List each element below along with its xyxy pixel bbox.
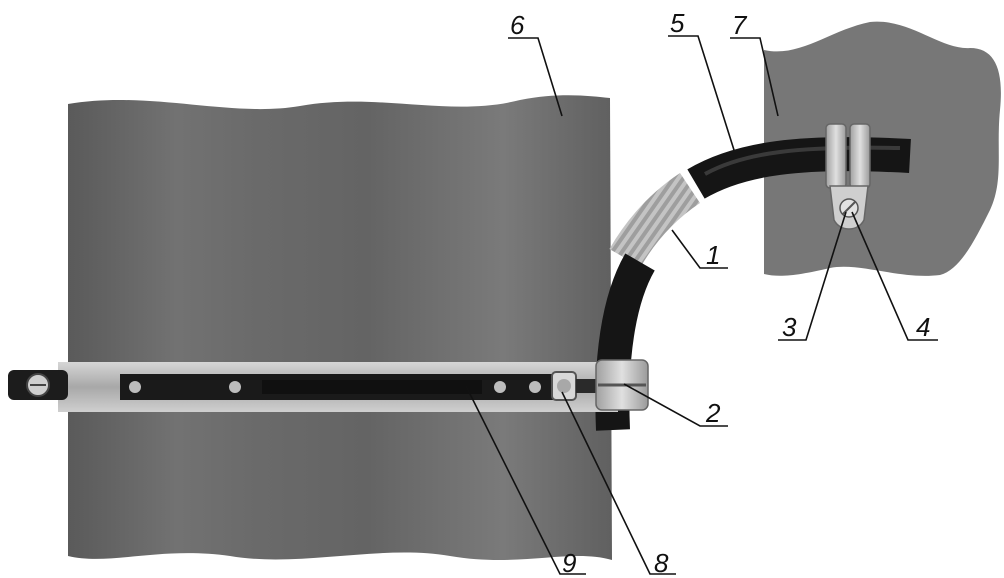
cable-jacket-upper bbox=[687, 137, 911, 199]
leader-5 bbox=[668, 35, 735, 151]
strap-slot bbox=[262, 380, 482, 394]
callout-6: 6 bbox=[510, 10, 525, 40]
leader-lines bbox=[465, 35, 938, 575]
callout-2: 2 bbox=[705, 398, 721, 428]
leader-1 bbox=[671, 229, 728, 269]
pipe-body bbox=[68, 95, 612, 561]
callout-3: 3 bbox=[782, 312, 797, 342]
wall-cable-clamp-left bbox=[825, 123, 847, 189]
callout-4: 4 bbox=[916, 312, 930, 342]
callout-7: 7 bbox=[732, 10, 748, 40]
leader-2 bbox=[623, 383, 728, 427]
leader-4 bbox=[851, 211, 938, 341]
strap-rivet-icon bbox=[494, 381, 506, 393]
leader-6 bbox=[508, 37, 563, 117]
cable-stranded-conductor bbox=[609, 173, 701, 268]
leader-8 bbox=[561, 391, 676, 575]
callout-8: 8 bbox=[654, 548, 669, 578]
leader-9 bbox=[465, 385, 586, 575]
wall-cable-clamp-right bbox=[849, 123, 871, 189]
strap-rivet-icon bbox=[129, 381, 141, 393]
leader-3 bbox=[778, 211, 847, 341]
callout-1: 1 bbox=[706, 240, 720, 270]
callout-5: 5 bbox=[670, 8, 685, 38]
strap-rivet-icon bbox=[529, 381, 541, 393]
strap-rivet-icon bbox=[229, 381, 241, 393]
nut-bolt-icon bbox=[557, 379, 571, 393]
leader-7 bbox=[730, 37, 779, 117]
callout-9: 9 bbox=[562, 548, 576, 578]
